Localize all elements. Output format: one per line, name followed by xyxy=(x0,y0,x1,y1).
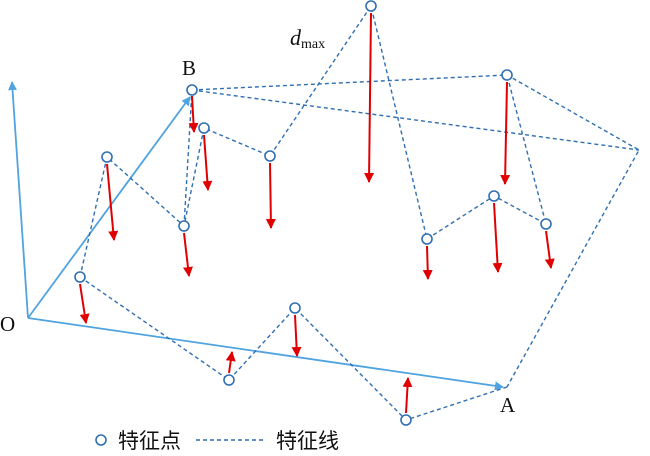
deviation-arrow xyxy=(79,283,90,324)
point-b-label: B xyxy=(182,56,196,80)
feature-point xyxy=(540,218,552,230)
feature-point xyxy=(501,69,513,81)
dmax-main: d xyxy=(290,25,302,50)
feature-points xyxy=(74,0,552,426)
axes xyxy=(8,81,504,391)
deviation-arrow xyxy=(500,81,511,185)
dmax-label: dmax xyxy=(290,25,325,52)
feature-point xyxy=(223,374,235,386)
deviation-arrow xyxy=(402,377,413,414)
feature-point xyxy=(289,302,301,314)
feature-point xyxy=(488,190,500,202)
feature-line-top-edge xyxy=(191,89,640,151)
deviation-arrow xyxy=(544,230,555,269)
legend: 特征点 特征线 xyxy=(95,429,339,453)
axis-oa xyxy=(27,317,504,391)
deviation-arrow xyxy=(225,351,236,374)
deviation-arrow xyxy=(106,163,119,241)
deviation-arrow xyxy=(422,245,433,280)
feature-point xyxy=(421,233,433,245)
deviation-arrows xyxy=(79,12,555,414)
deviation-arrow xyxy=(188,95,199,133)
axis-vertical xyxy=(8,81,29,319)
point-a-label: A xyxy=(500,393,516,417)
origin-label: O xyxy=(0,312,15,336)
feature-point xyxy=(264,150,276,162)
feature-point xyxy=(198,122,210,134)
feature-line-profile-lower xyxy=(79,276,508,421)
deviation-arrow xyxy=(202,134,213,191)
deviation-arrow xyxy=(291,314,302,357)
deviation-arrow-dmax xyxy=(364,12,375,183)
feature-line-upper-to-b xyxy=(183,89,193,227)
feature-point xyxy=(400,414,412,426)
feature-line-boundary xyxy=(191,74,640,388)
feature-line-profile-upper xyxy=(79,4,548,278)
legend-point-label: 特征点 xyxy=(118,429,181,453)
feature-point-dmax xyxy=(365,0,377,12)
deviation-arrow xyxy=(492,202,503,273)
legend-point-icon xyxy=(95,434,107,446)
feature-lines xyxy=(79,4,640,421)
dmax-sub: max xyxy=(301,37,325,52)
feature-point xyxy=(74,271,86,283)
deviation-arrow xyxy=(265,162,276,229)
deviation-arrow xyxy=(182,232,193,277)
axis-ob xyxy=(27,96,191,319)
feature-point xyxy=(178,220,190,232)
feature-point-b xyxy=(186,84,198,96)
feature-point xyxy=(101,151,113,163)
legend-line-label: 特征线 xyxy=(276,429,339,453)
